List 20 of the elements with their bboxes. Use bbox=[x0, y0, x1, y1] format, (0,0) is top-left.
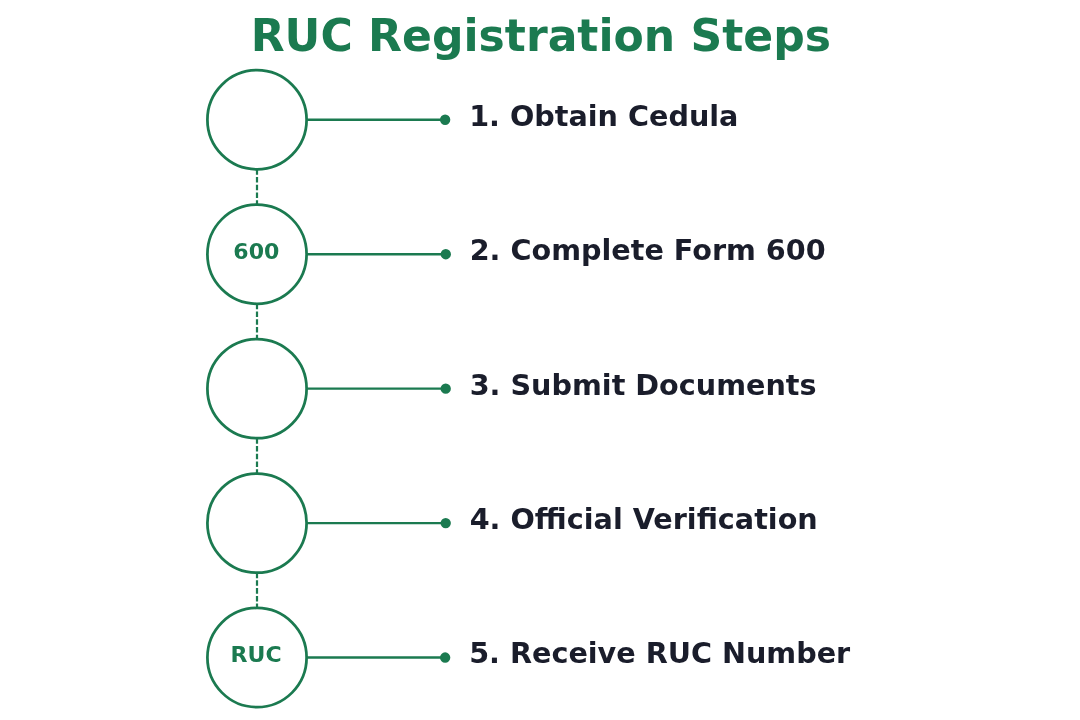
node-circle: RUC bbox=[205, 606, 308, 709]
node-circle: 600 bbox=[205, 203, 308, 306]
connector bbox=[255, 572, 258, 608]
connector bbox=[306, 517, 451, 529]
node-text: 2. Complete Form 600 bbox=[469, 233, 826, 268]
node-circle bbox=[205, 68, 308, 171]
connector bbox=[306, 383, 451, 394]
node-text: 4. Official Verification bbox=[469, 501, 818, 536]
connector bbox=[306, 652, 450, 663]
node-circle bbox=[205, 472, 308, 575]
node-circle bbox=[205, 337, 308, 440]
connector bbox=[255, 303, 258, 339]
connector bbox=[306, 114, 450, 125]
node-text: 1. Obtain Cedula bbox=[468, 98, 738, 133]
connector bbox=[306, 249, 451, 260]
diagram-title: RUC Registration Steps bbox=[250, 10, 831, 62]
node-text: 5. Receive RUC Number bbox=[468, 636, 850, 671]
connector bbox=[255, 438, 258, 474]
node-text: 3. Submit Documents bbox=[469, 367, 817, 402]
connector bbox=[255, 169, 258, 205]
